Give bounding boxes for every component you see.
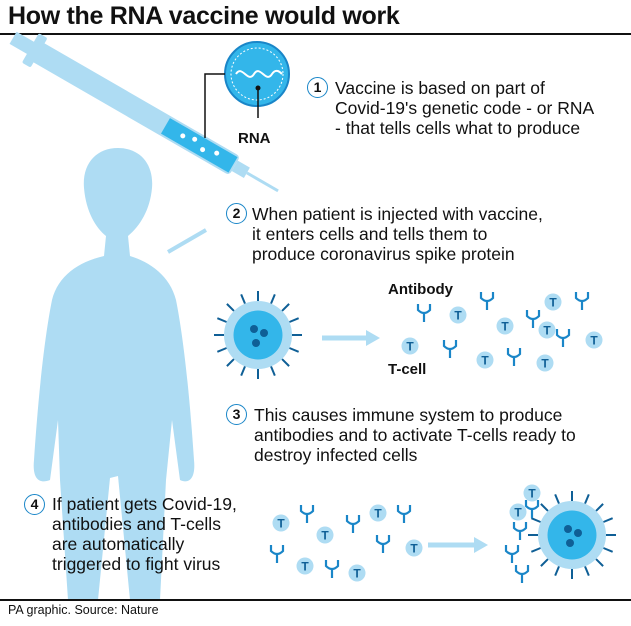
step-4-line-1: If patient gets Covid-19, [52,494,237,514]
tcell-marker: T [374,507,382,521]
tcell-icon: T [538,321,556,339]
tcell-icon: T [536,354,554,372]
tcell-marker: T [541,357,549,371]
antibody-icon [504,545,520,563]
antibody-icon [396,505,412,523]
antibody-icon [442,340,458,358]
antibody-icon [479,292,495,310]
tcell-icon: T [369,504,387,522]
footer-divider [0,599,631,601]
step-1-line-2: Covid-19's genetic code - or RNA [335,98,595,118]
tcell-marker: T [514,506,522,520]
tcell-marker: T [543,324,551,338]
tcell-marker: T [406,340,414,354]
source-credit: PA graphic. Source: Nature [8,603,159,617]
tcell-marker: T [481,354,489,368]
antibody-icon [525,310,541,328]
antibody-icon [324,560,340,578]
antibody-icon [416,304,432,322]
target-cell-icon [528,491,616,579]
step-4-badge: 4 [24,494,45,515]
antibody-icon [512,522,528,540]
tcell-marker: T [353,567,361,581]
antibody-icon [506,348,522,366]
infected-cell-icon [214,291,302,379]
antibody-icon [574,292,590,310]
step-3-text: This causes immune system to produce ant… [254,405,576,465]
antibody-icon [524,500,540,518]
step-1-line-1: Vaccine is based on part of [335,78,545,98]
step-4-line-4: triggered to fight virus [52,554,221,574]
rna-label: RNA [238,130,271,147]
tcell-marker: T [410,542,418,556]
tcell-marker: T [590,334,598,348]
step-3-line-2: antibodies and to activate T-cells ready… [254,425,576,445]
patient-silhouette [33,148,195,600]
step-4-text: If patient gets Covid-19, antibodies and… [52,494,237,574]
injection-arrow [166,228,208,254]
step-3-line-3: destroy infected cells [254,445,418,465]
antibody-label: Antibody [388,281,453,298]
antibody-icon [555,329,571,347]
tcell-marker: T [501,320,509,334]
antibody-icon [269,545,285,563]
step-2-line-1: When patient is injected with vaccine, [252,204,543,224]
step-1-text: Vaccine is based on part of Covid-19's g… [335,78,594,138]
title-divider [0,33,631,35]
tcell-icon: T [496,317,514,335]
tcell-label: T-cell [388,361,427,378]
step-4-line-2: antibodies and T-cells [52,514,221,534]
tcell-marker: T [301,560,309,574]
tcell-icon: T [476,351,494,369]
tcell-icon: T [585,331,603,349]
step-1-line-3: - that tells cells what to produce [335,118,581,138]
tcell-icon: T [348,564,366,582]
step-3-badge: 3 [226,404,247,425]
tcell-icon: T [509,503,527,521]
step-2-text: When patient is injected with vaccine, i… [252,204,543,264]
antibody-icon [299,505,315,523]
tcell-marker: T [321,529,329,543]
antibody-icon [375,535,391,553]
step-1-badge: 1 [307,77,328,98]
tcell-icon: T [544,293,562,311]
tcell-marker: T [277,517,285,531]
step-2-badge: 2 [226,203,247,224]
tcell-icon: T [316,526,334,544]
tcell-icon: T [296,557,314,575]
arrow-1 [322,330,380,346]
rna-pointer-left [204,73,225,138]
tcell-marker: T [549,296,557,310]
step-4-line-3: are automatically [52,534,185,554]
rna-particle [224,41,290,107]
tcell-icon: T [272,514,290,532]
tcell-icon: T [523,484,541,502]
syringe [9,31,279,193]
tcell-icon: T [449,306,467,324]
antibody-icon [514,565,530,583]
step-2-line-2: it enters cells and tells them to [252,224,488,244]
page-title: How the RNA vaccine would work [8,2,400,30]
antibody-icon [345,515,361,533]
arrow-2 [428,537,488,553]
step-2-line-3: produce coronavirus spike protein [252,244,515,264]
tcell-marker: T [454,309,462,323]
tcell-icon: T [405,539,423,557]
tcell-icon: T [401,337,419,355]
step-3-line-1: This causes immune system to produce [254,405,563,425]
tcell-marker: T [528,487,536,501]
